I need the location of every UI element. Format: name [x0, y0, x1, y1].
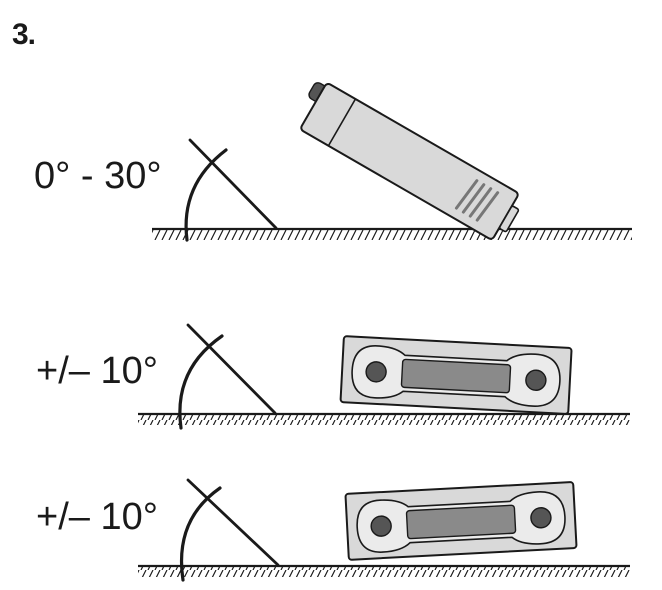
angle-label-tilt-range: 0° - 30°	[34, 155, 162, 197]
angle-label-tolerance-1: +/– 10°	[36, 350, 158, 392]
device-top-view-icon	[344, 481, 578, 561]
panel-level-2	[138, 478, 630, 582]
ground-surface	[152, 227, 632, 240]
angle-indicator-icon	[184, 138, 278, 242]
angle-indicator-icon	[179, 478, 280, 582]
angle-indicator-icon	[178, 323, 277, 430]
step-number: 3.	[12, 18, 36, 51]
panel-level-1	[138, 323, 630, 430]
angle-label-tolerance-2: +/– 10°	[36, 496, 158, 538]
panel-tilt	[152, 82, 632, 242]
device-top-view-icon	[339, 335, 573, 415]
ground-surface	[138, 564, 630, 577]
device-side-view-icon	[300, 82, 520, 240]
ground-surface	[138, 412, 630, 425]
